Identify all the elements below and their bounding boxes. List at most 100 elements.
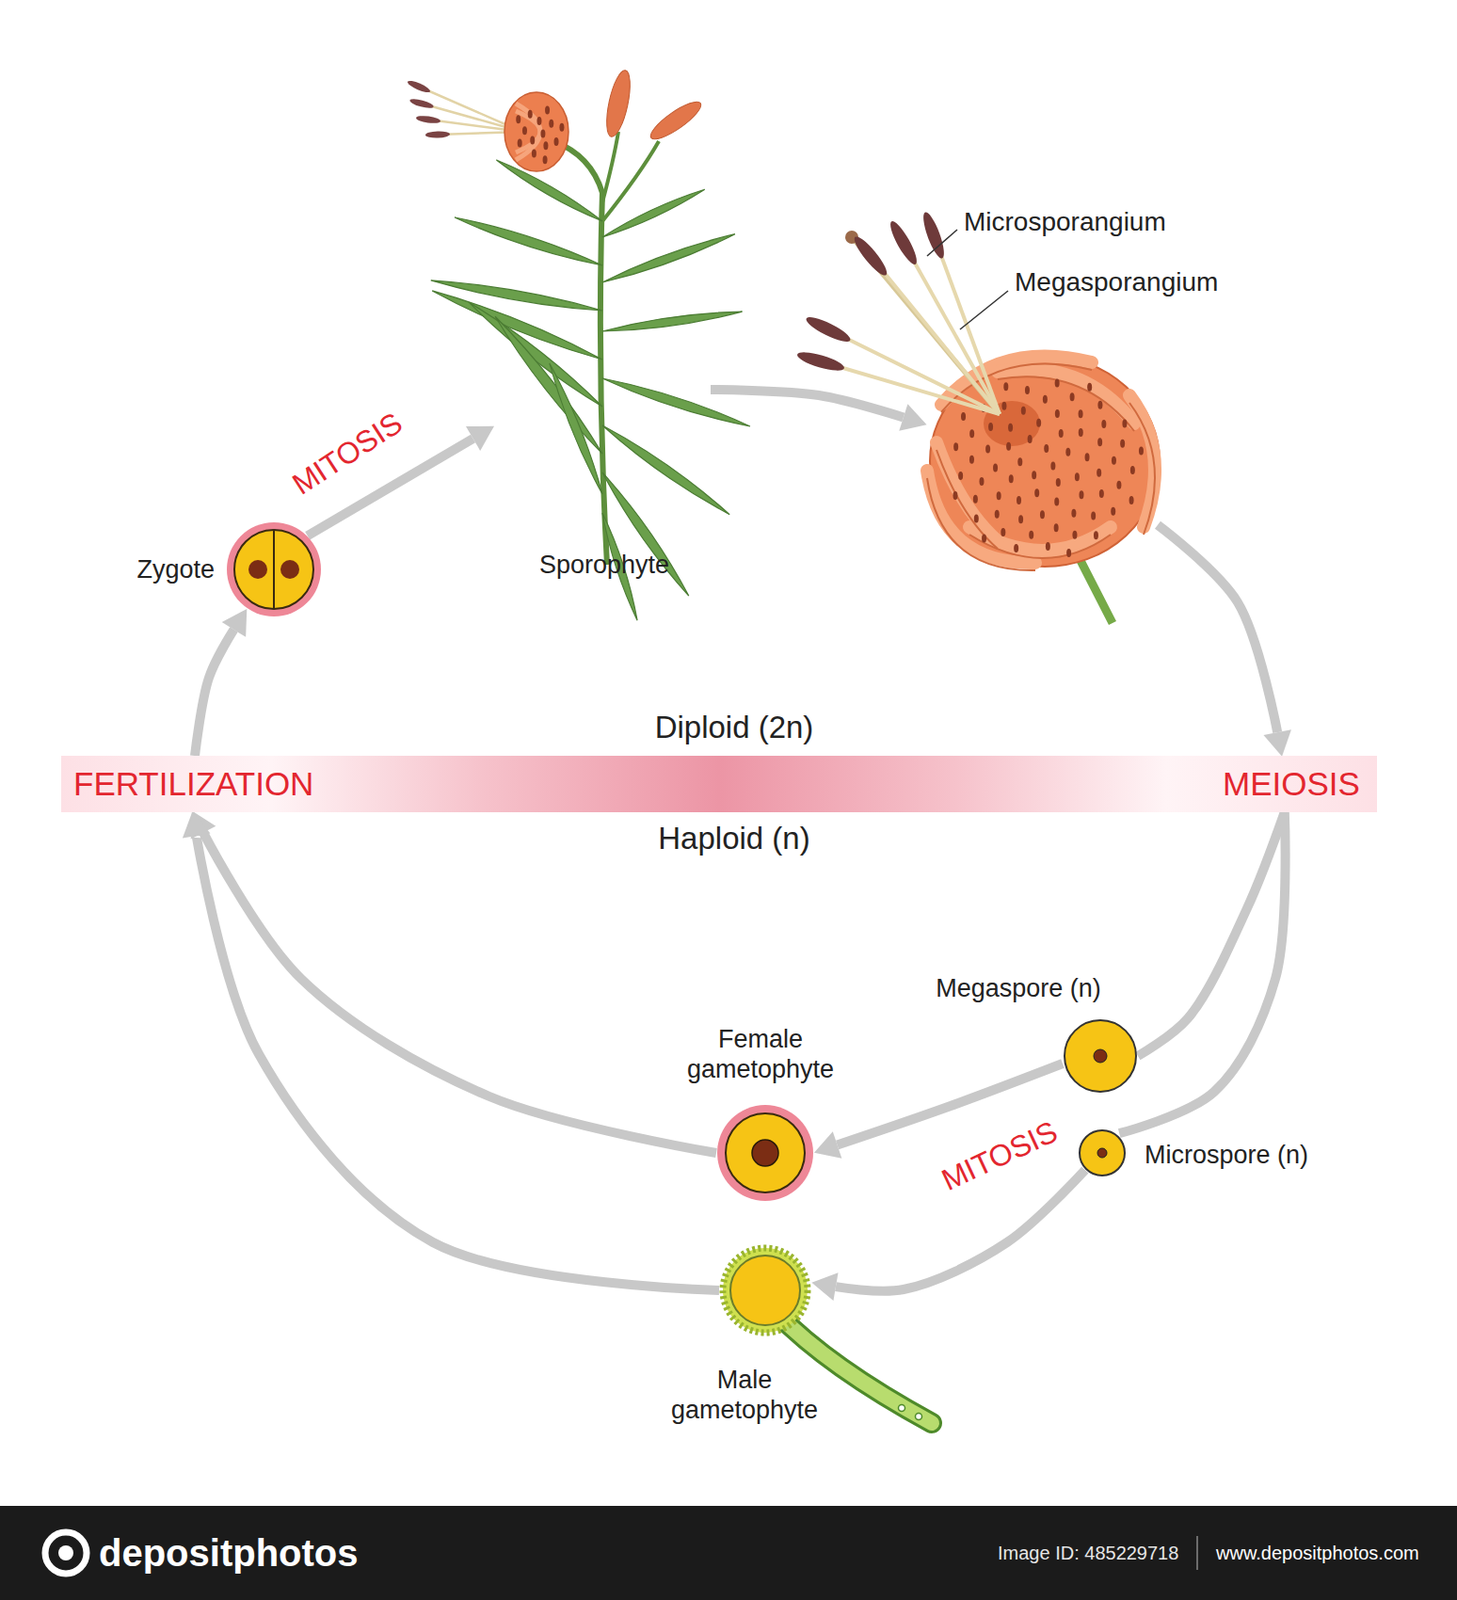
pollen-body xyxy=(730,1255,801,1326)
process-label: FERTILIZATION xyxy=(73,755,317,813)
ploidy-band: Diploid (2n)Haploid (n)FERTILIZATIONMEIO… xyxy=(61,755,1377,813)
petal-spot xyxy=(1087,383,1092,392)
anther xyxy=(406,79,433,96)
anther xyxy=(886,218,922,268)
microspore-cell: Microspore (n) xyxy=(1077,1128,1127,1178)
petal-spot xyxy=(1071,509,1076,518)
petal-spot xyxy=(1065,448,1071,457)
cycle-arrow xyxy=(194,629,234,756)
petal-spot xyxy=(554,137,560,146)
petal-spot xyxy=(1110,507,1116,516)
spore-body xyxy=(1079,1130,1125,1176)
flower-node: MicrosporangiumMegasporangium xyxy=(927,310,1158,631)
petal-spot xyxy=(544,105,550,114)
petal-spot xyxy=(969,455,975,465)
nucleus xyxy=(248,560,268,579)
petal-spot xyxy=(559,123,564,132)
part-label: Megasporangium xyxy=(1014,266,1218,299)
petal-spot xyxy=(1008,423,1013,433)
filament xyxy=(903,242,1000,415)
ploidy-band xyxy=(61,755,1377,813)
petal-spot xyxy=(1040,510,1045,519)
petal-edge xyxy=(936,449,998,549)
petal-spot xyxy=(1054,523,1059,532)
leaf xyxy=(453,212,605,270)
process-label: MITOSIS xyxy=(932,1111,1067,1201)
petal-spot xyxy=(515,114,521,124)
petal-curl xyxy=(936,442,998,542)
petal-spot xyxy=(522,126,528,135)
cell-body xyxy=(725,1113,805,1193)
male-outline xyxy=(719,1244,812,1337)
petal-spot xyxy=(1028,530,1034,540)
petal-spot xyxy=(1085,452,1090,462)
sperm-nucleus xyxy=(915,1413,923,1421)
cycle-arrow xyxy=(196,835,720,1291)
spore-body xyxy=(1064,1020,1137,1092)
petal-spot xyxy=(1138,447,1144,456)
petal-spot xyxy=(1050,462,1056,471)
leaf xyxy=(491,313,608,458)
nucleus xyxy=(280,560,300,579)
petal-spot xyxy=(540,129,545,139)
cell-wall xyxy=(717,1104,814,1201)
node-label: Zygote xyxy=(136,554,215,585)
petal-spot xyxy=(1036,418,1041,428)
zygote-outline xyxy=(225,521,322,618)
petal-spot xyxy=(543,155,548,164)
petal-curl xyxy=(515,103,541,161)
petal-spot xyxy=(548,119,554,129)
male-gametophyte-cell: Male gametophyte xyxy=(719,1244,812,1337)
anther xyxy=(425,130,450,139)
petal-spot xyxy=(1129,496,1135,505)
petal-spot xyxy=(1006,442,1011,451)
petal-spot xyxy=(1120,439,1125,449)
ploidy-label: Diploid (2n) xyxy=(655,708,815,747)
part-label: Microsporangium xyxy=(963,206,1167,239)
petal-spot xyxy=(536,116,542,126)
petal-spot xyxy=(996,491,1002,500)
petal-spot xyxy=(1096,468,1102,478)
anther xyxy=(850,233,892,280)
anther xyxy=(803,313,853,347)
petal-spot xyxy=(1121,419,1127,429)
leaf xyxy=(601,307,743,337)
flower-bud xyxy=(602,68,636,140)
filament xyxy=(870,256,1000,415)
stage-label-box: FERTILIZATION xyxy=(65,755,324,813)
petal-spot xyxy=(1066,548,1072,558)
logo-text: depositphotos xyxy=(98,1530,359,1576)
footer-bar xyxy=(0,1505,1457,1600)
logo-ring xyxy=(45,1532,87,1574)
nucleus xyxy=(1097,1148,1107,1158)
petal-spot xyxy=(992,464,998,473)
petal-edge xyxy=(969,534,1111,559)
anther xyxy=(409,96,435,111)
node-label: Sporophyte xyxy=(539,549,670,580)
leaf xyxy=(600,229,737,287)
petal-spot xyxy=(1013,544,1019,553)
petals xyxy=(504,92,569,172)
petal-spot xyxy=(1078,409,1084,418)
petal-spot xyxy=(1024,385,1030,395)
sporophyte-node: Sporophyte xyxy=(494,65,711,612)
node-label: Megaspore (n) xyxy=(935,973,1102,1004)
petal-spot xyxy=(953,442,959,451)
petal-spot xyxy=(1101,419,1106,429)
leaf xyxy=(430,275,604,316)
petal-spot xyxy=(1070,392,1075,401)
cell-body xyxy=(234,529,314,609)
process-label: MITOSIS xyxy=(282,402,412,505)
petal-spot xyxy=(994,510,1000,519)
leaf xyxy=(600,186,706,241)
petal-spot xyxy=(985,445,991,454)
petal-spot xyxy=(974,514,979,524)
petal-spot xyxy=(1045,542,1051,551)
stage-label-box: MEIOSIS xyxy=(1215,755,1370,813)
petal-spot xyxy=(1058,429,1064,438)
leaf xyxy=(598,469,693,599)
process-label: MEIOSIS xyxy=(1222,755,1362,813)
petal-spot xyxy=(1001,401,1007,411)
petal-spot xyxy=(958,471,963,481)
cycle-arrow xyxy=(1119,812,1285,1134)
